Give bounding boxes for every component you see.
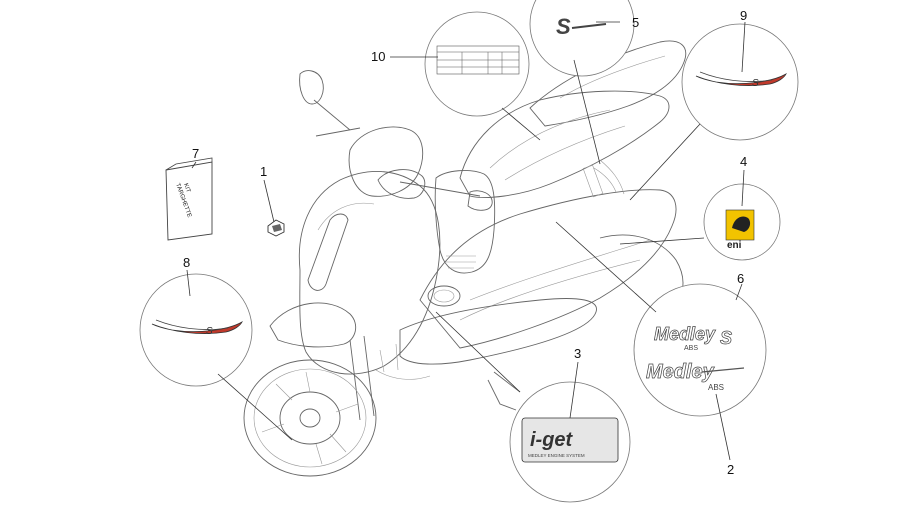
part-10-info-label xyxy=(424,11,530,117)
part-5-s-badge: S xyxy=(529,0,635,77)
medley-s-text: Medley xyxy=(654,324,716,344)
iget-text: i-get xyxy=(530,429,574,451)
callout-10: 10 xyxy=(371,49,385,64)
callout-4: 4 xyxy=(740,154,747,169)
abs-large-text: ABS xyxy=(708,383,724,392)
part-6-2-medley-decals: Medley S ABS Medley ABS xyxy=(633,283,767,417)
callout-6: 6 xyxy=(737,271,744,286)
part-4-eni-decal: eni xyxy=(703,183,781,261)
part-1-fastener xyxy=(267,219,285,237)
scooter-drawing xyxy=(243,40,687,477)
part-9-stripe-right: S xyxy=(681,23,799,141)
part-7-kit-bag: KIT TARGHETTE xyxy=(165,157,213,241)
sr-left-text: S xyxy=(206,326,213,337)
callout-2: 2 xyxy=(727,462,734,477)
abs-small-text: ABS xyxy=(684,345,698,352)
callout-9: 9 xyxy=(740,8,747,23)
sr-right-text: S xyxy=(752,78,759,89)
callout-3: 3 xyxy=(574,346,581,361)
part-3-iget-decal: i-get MEDLEY ENGINE SYSTEM xyxy=(509,381,631,503)
callout-numbers: 10 5 9 4 6 2 3 7 1 8 xyxy=(183,8,747,477)
s-badge-text: S xyxy=(556,14,571,39)
kit-line1: KIT xyxy=(182,183,191,194)
medley-abs-text: Medley xyxy=(646,361,715,383)
callout-5: 5 xyxy=(632,15,639,30)
eni-text: eni xyxy=(727,240,742,251)
iget-sub-text: MEDLEY ENGINE SYSTEM xyxy=(528,453,585,458)
callout-7: 7 xyxy=(192,146,199,161)
leader-lines xyxy=(186,21,746,461)
part-8-stripe-left: S xyxy=(139,273,253,387)
callout-1: 1 xyxy=(260,164,267,179)
medley-s-suffix: S xyxy=(720,328,732,348)
callout-8: 8 xyxy=(183,255,190,270)
